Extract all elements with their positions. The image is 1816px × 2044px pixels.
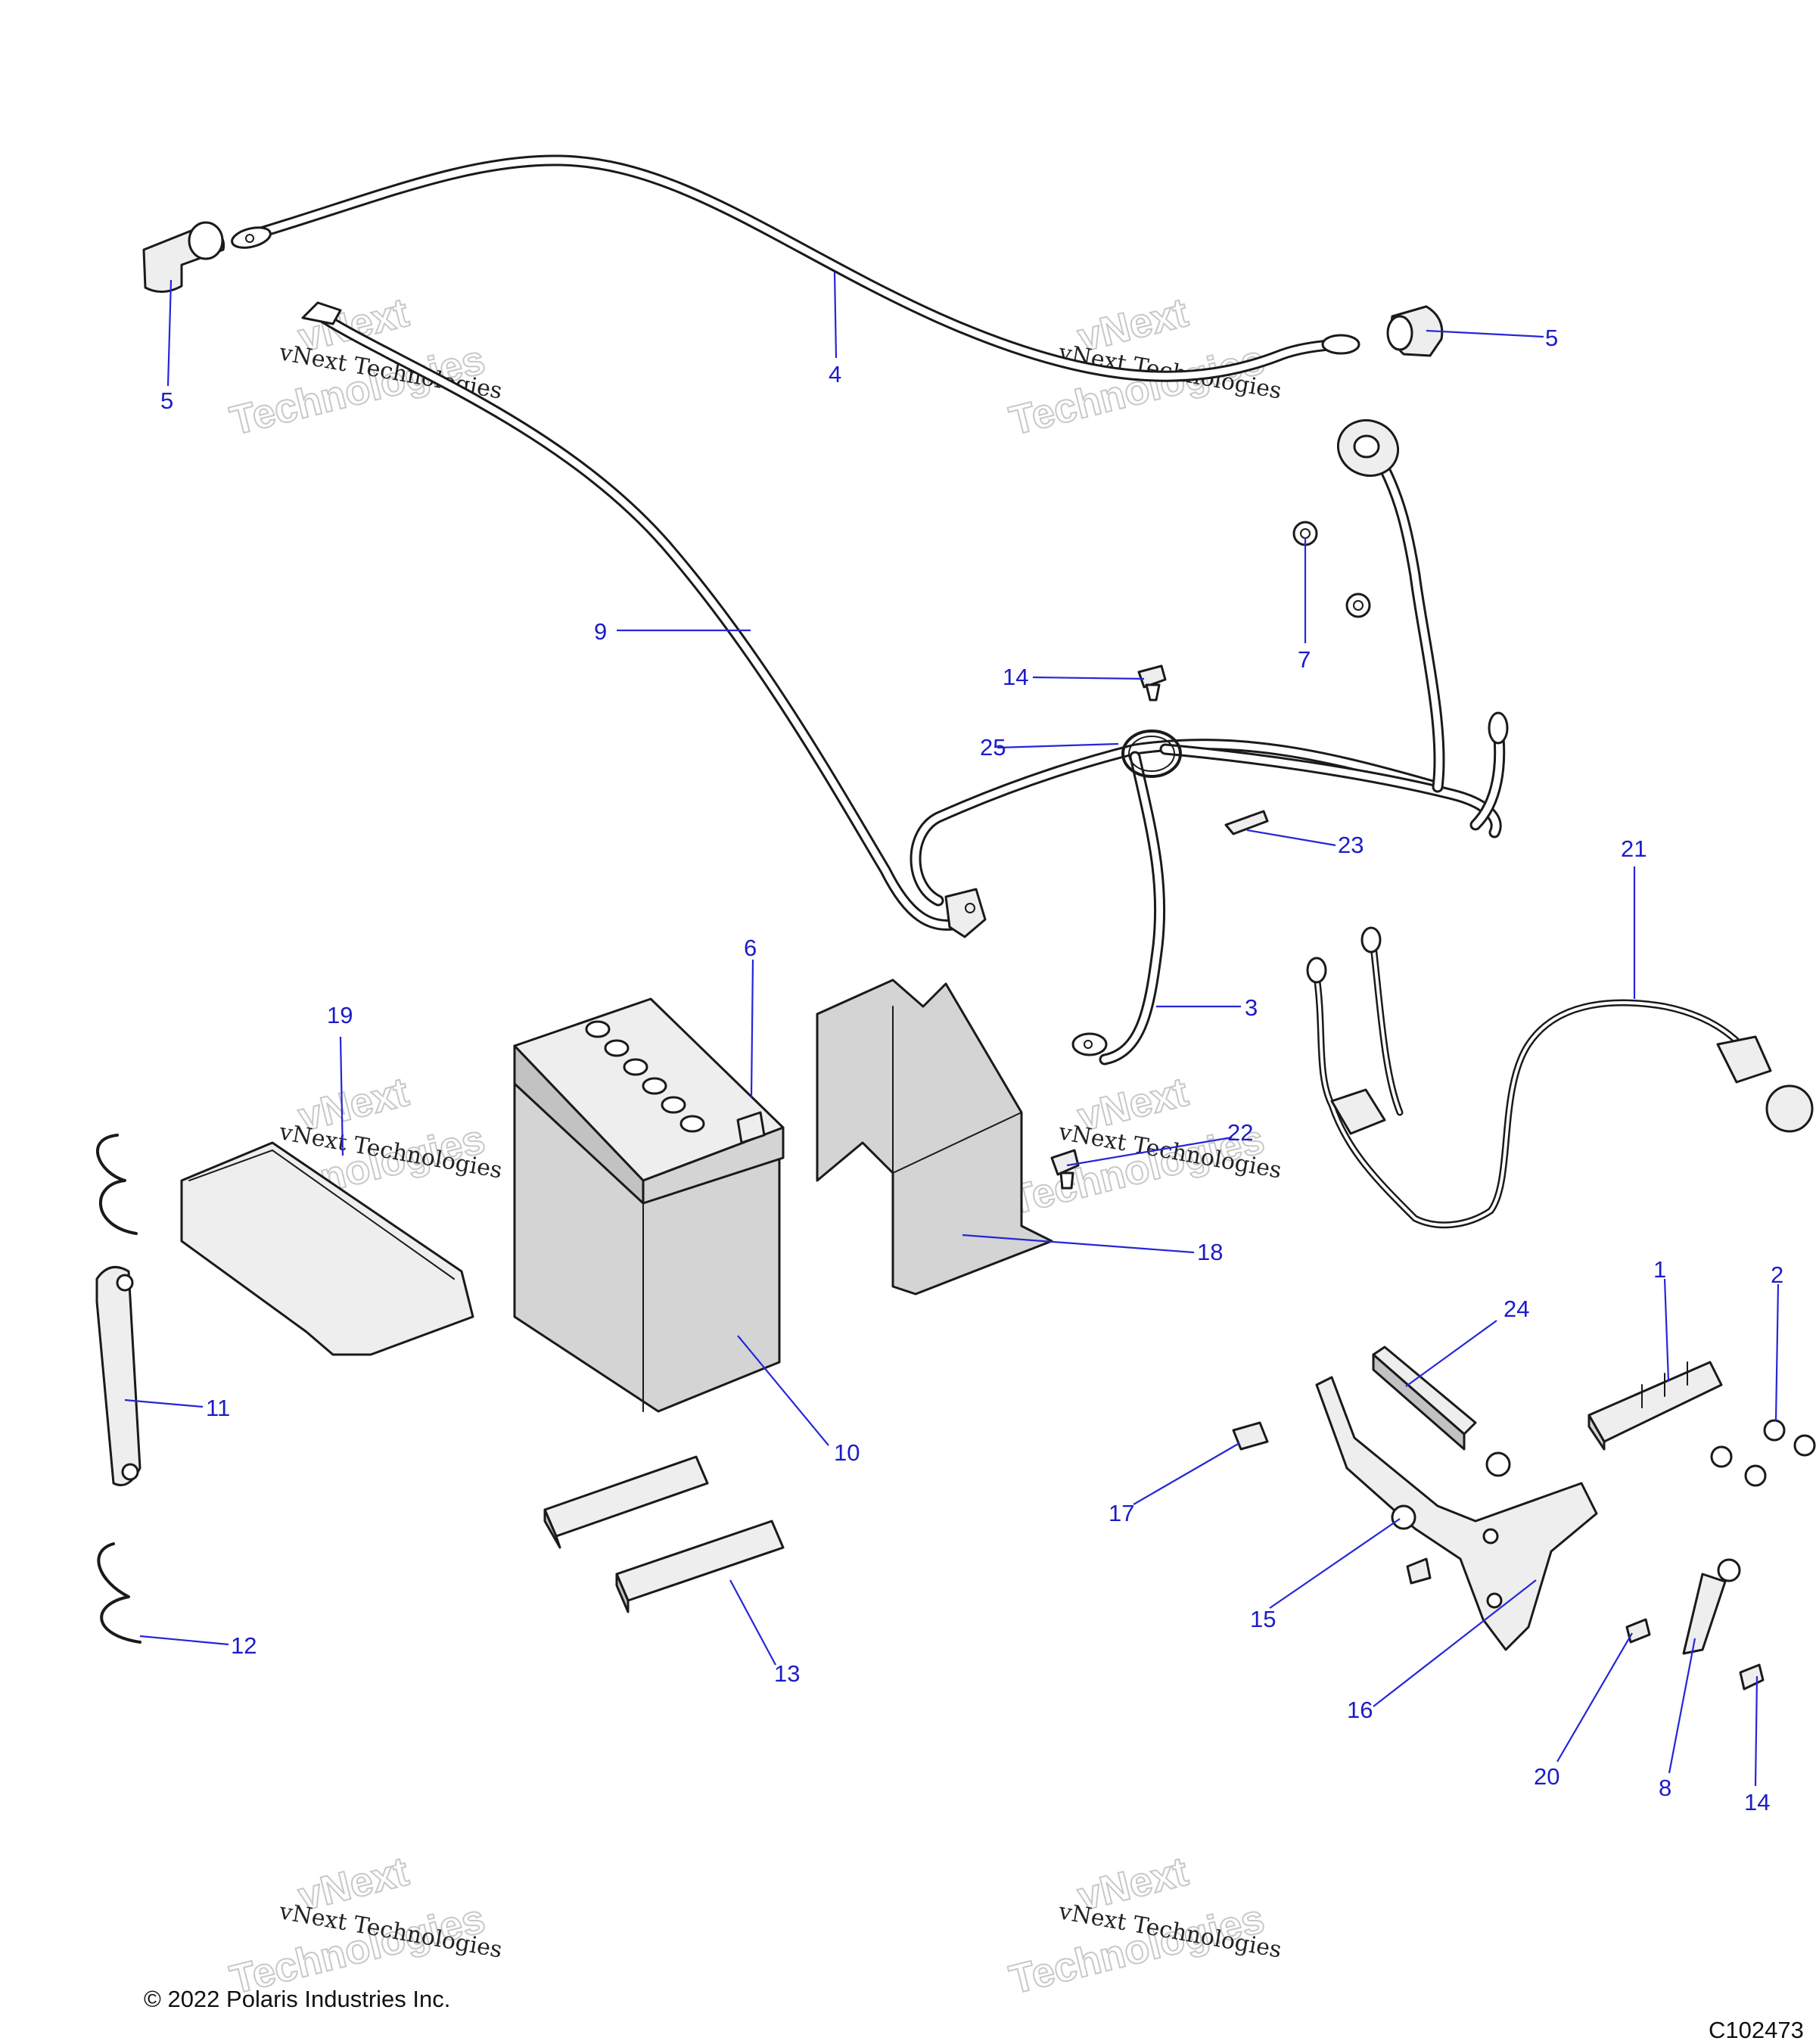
callout-9[interactable]: 9 [594, 618, 607, 645]
part-13-pad-lower[interactable] [615, 1520, 785, 1613]
callout-14-bottom[interactable]: 14 [1744, 1789, 1770, 1815]
part-5-terminal-boot-left[interactable] [142, 221, 225, 293]
part-9-battery-cable[interactable] [301, 301, 987, 938]
callouts: 1 2 3 4 5 5 6 7 8 9 10 11 12 13 14 14 15… [160, 325, 1783, 1815]
callout-21[interactable]: 21 [1621, 835, 1647, 862]
part-20-bolt[interactable] [1625, 1618, 1651, 1644]
callout-16[interactable]: 16 [1347, 1697, 1373, 1723]
callout-3[interactable]: 3 [1245, 994, 1258, 1021]
callout-1[interactable]: 1 [1653, 1256, 1666, 1283]
part-10-battery[interactable] [513, 997, 785, 1413]
callout-4[interactable]: 4 [829, 361, 841, 387]
callout-2[interactable]: 2 [1771, 1262, 1783, 1288]
callout-17[interactable]: 17 [1109, 1500, 1134, 1526]
copyright-text: © 2022 Polaris Industries Inc. [144, 1986, 451, 2012]
watermark-top-left: vNext Technologies vNext Technologies [225, 289, 504, 445]
part-15-nut[interactable] [1391, 1451, 1511, 1530]
callout-22[interactable]: 22 [1227, 1119, 1253, 1146]
callout-6[interactable]: 6 [744, 935, 757, 961]
callout-7[interactable]: 7 [1298, 646, 1311, 673]
callout-23[interactable]: 23 [1338, 832, 1364, 858]
part-5-terminal-boot-right[interactable] [1386, 305, 1444, 357]
part-11-battery-strap[interactable] [95, 1265, 141, 1486]
callout-8[interactable]: 8 [1659, 1775, 1671, 1801]
callout-20[interactable]: 20 [1534, 1763, 1559, 1790]
callout-5-left[interactable]: 5 [160, 387, 173, 414]
callout-15[interactable]: 15 [1250, 1606, 1276, 1632]
part-8-bracket[interactable] [1682, 1558, 1741, 1655]
callout-19[interactable]: 19 [327, 1002, 353, 1028]
part-1-terminal-block[interactable] [1587, 1361, 1723, 1451]
part-14-screw-top[interactable] [1137, 664, 1167, 702]
callout-25[interactable]: 25 [980, 734, 1006, 761]
watermark-bottom-left: vNext Technologies vNext Technologies [225, 1848, 504, 2004]
callout-5-right[interactable]: 5 [1545, 325, 1558, 351]
part-23-clip[interactable] [1224, 810, 1269, 835]
part-12-retaining-clip-lower[interactable] [97, 1542, 141, 1644]
part-17-screw[interactable] [1232, 1421, 1432, 1585]
callout-12[interactable]: 12 [231, 1632, 257, 1659]
part-21-accessory-harness[interactable] [1306, 926, 1814, 1229]
part-6-battery-terminal[interactable] [736, 1111, 766, 1144]
callout-11[interactable]: 11 [206, 1395, 230, 1421]
part-19-battery-cover[interactable] [180, 1141, 474, 1356]
part-2-nut[interactable] [1710, 1419, 1816, 1487]
part-4-battery-cable[interactable] [230, 154, 1360, 382]
watermark-mid-right: vNext Technologies vNext Technologies [1004, 1069, 1283, 1224]
part-14-screw-bottom[interactable] [1739, 1663, 1765, 1691]
part-25-cable-tie[interactable] [1121, 730, 1182, 778]
callout-14-top[interactable]: 14 [1003, 664, 1028, 690]
part-16-mounting-bracket[interactable] [1315, 1376, 1598, 1651]
part-18-battery-bracket[interactable] [816, 978, 1053, 1296]
part-12-retaining-clip-upper[interactable] [96, 1134, 138, 1235]
callout-18[interactable]: 18 [1197, 1239, 1223, 1265]
part-13-pad-upper[interactable] [543, 1455, 709, 1549]
callout-13[interactable]: 13 [774, 1660, 800, 1687]
part-24-pad[interactable] [1372, 1346, 1477, 1451]
part-3-battery-cable[interactable] [910, 412, 1509, 1066]
diagram-code: C102473 [1709, 2017, 1804, 2043]
callout-10[interactable]: 10 [834, 1439, 860, 1466]
callout-24[interactable]: 24 [1503, 1296, 1529, 1322]
watermark-bottom-right: vNext Technologies vNext Technologies [1004, 1848, 1283, 2004]
part-22-bolt[interactable] [1050, 1149, 1080, 1190]
leader-lines [124, 272, 1780, 1787]
